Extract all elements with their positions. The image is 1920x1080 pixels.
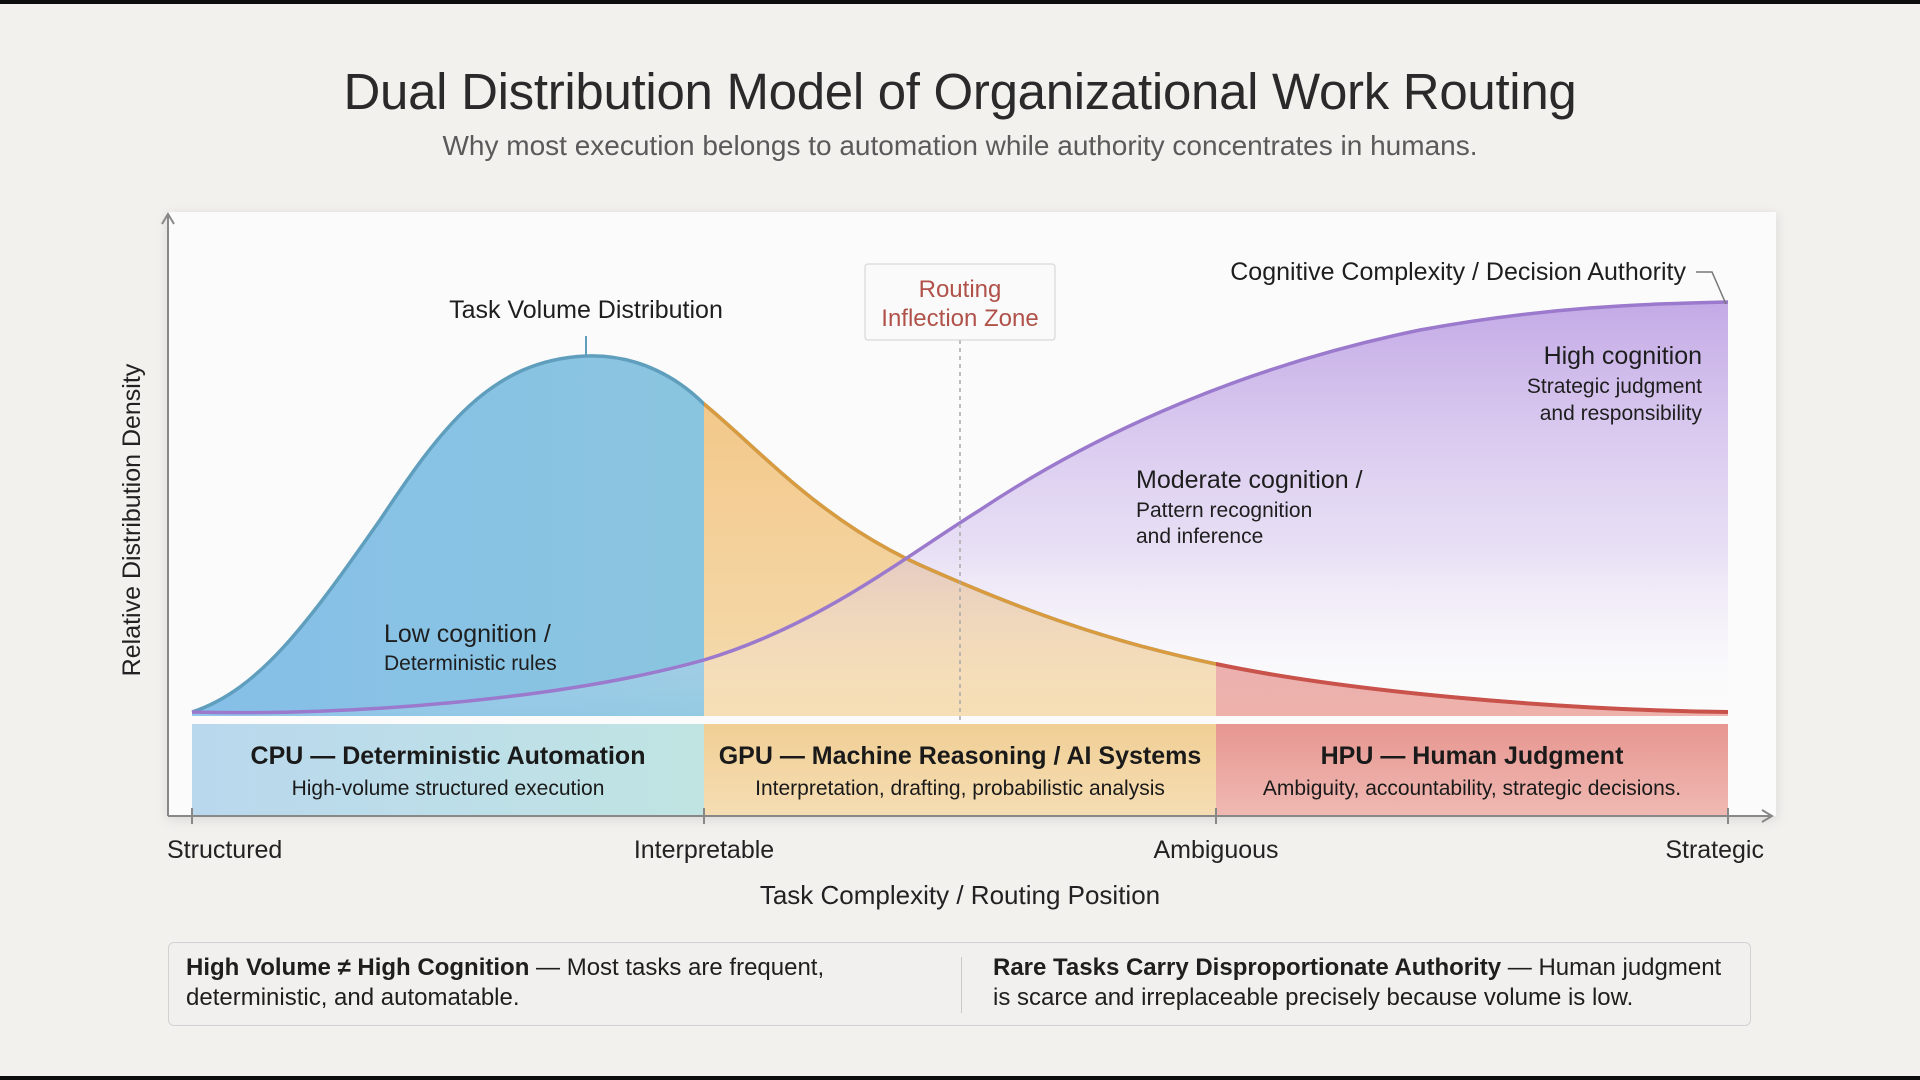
cognition-series-leader	[1696, 271, 1727, 305]
zone-band-cpu	[192, 724, 704, 816]
x-axis-label: Task Complexity / Routing Position	[760, 880, 1160, 910]
callout-left-heading: High Volume ≠ High Cognition	[186, 954, 530, 981]
moderate-cognition-detail: and inference	[1136, 525, 1263, 548]
high-cognition-detail: Strategic judgment	[1527, 375, 1702, 398]
y-axis-arrow	[161, 212, 175, 225]
volume-curve-gpu	[704, 401, 1216, 666]
x-tick-label: Interpretable	[634, 836, 774, 864]
bottom-border	[0, 1076, 1920, 1080]
zone-band-gpu	[704, 724, 1216, 816]
inflection-label-box	[864, 263, 1056, 341]
volume-area-cpu	[192, 355, 704, 716]
cognition-series-label: Cognitive Complexity / Decision Authorit…	[1230, 258, 1686, 286]
callout-right: Rare Tasks Carry Disproportionate Author…	[993, 953, 1733, 1013]
zone-gpu-desc: Interpretation, drafting, probabilistic …	[755, 777, 1165, 800]
callout-right-text: — Human judgment is scarce and irreplace…	[993, 954, 1722, 1011]
zone-gpu-title: GPU — Machine Reasoning / AI Systems	[719, 742, 1202, 770]
callout-right-heading: Rare Tasks Carry Disproportionate Author…	[993, 954, 1502, 981]
x-tick-label: Strategic	[1665, 836, 1764, 864]
callout-left-text: — Most tasks are frequent, deterministic…	[186, 954, 825, 1011]
cognition-area	[192, 302, 1728, 716]
page-title: Dual Distribution Model of Organizationa…	[343, 63, 1577, 120]
top-border	[0, 0, 1920, 4]
zone-hpu-desc: Ambiguity, accountability, strategic dec…	[1263, 777, 1681, 800]
cognition-curve	[191, 300, 1729, 715]
callout-divider	[961, 957, 962, 1013]
inflection-label-line1: Routing	[919, 276, 1002, 303]
x-tick-label: Ambiguous	[1153, 836, 1278, 864]
high-cognition-title: High cognition	[1544, 342, 1702, 370]
volume-series-label: Task Volume Distribution	[449, 296, 723, 324]
low-cognition-detail: Deterministic rules	[384, 652, 557, 675]
high-cognition-detail: and responsibility	[1540, 402, 1703, 425]
zone-cpu-title: CPU — Deterministic Automation	[251, 742, 646, 770]
y-axis-label: Relative Distribution Density	[118, 363, 146, 676]
zone-cpu-desc: High-volume structured execution	[292, 777, 605, 800]
callout-left: High Volume ≠ High Cognition — Most task…	[186, 953, 926, 1013]
zone-band-hpu	[1216, 724, 1728, 816]
volume-curve-hpu	[1216, 661, 1728, 714]
x-tick-label: Structured	[167, 836, 282, 864]
page-subtitle: Why most execution belongs to automation…	[442, 130, 1478, 161]
low-cognition-title: Low cognition /	[384, 620, 551, 648]
inflection-label-line2: Inflection Zone	[881, 305, 1038, 332]
moderate-cognition-detail: Pattern recognition	[1136, 499, 1312, 522]
x-axis-arrow	[1761, 809, 1774, 823]
zone-hpu-title: HPU — Human Judgment	[1321, 742, 1624, 770]
moderate-cognition-title: Moderate cognition /	[1136, 466, 1363, 494]
callout-box: High Volume ≠ High Cognition — Most task…	[168, 942, 1751, 1026]
